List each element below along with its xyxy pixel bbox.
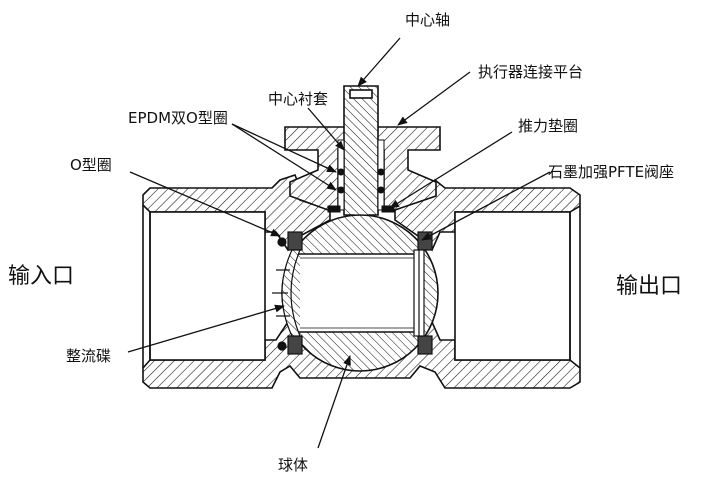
label-flow-plate: 整流碟 xyxy=(66,347,111,365)
label-ball: 球体 xyxy=(278,456,308,474)
label-outlet: 输出口 xyxy=(616,274,682,299)
label-graphite-ptfe-seat: 石墨加强PFTE阀座 xyxy=(548,163,674,181)
label-center-shaft: 中心轴 xyxy=(405,11,450,29)
valve-body xyxy=(142,173,581,389)
flow-straightener-plate xyxy=(272,249,301,337)
label-o-ring: O型圈 xyxy=(70,156,112,174)
label-thrust-washer: 推力垫圈 xyxy=(518,117,578,135)
label-actuator-platform: 执行器连接平台 xyxy=(478,63,583,81)
center-shaft xyxy=(343,85,379,233)
leader-lines xyxy=(127,37,551,449)
label-epdm-double-o-ring: EPDM双O型圈 xyxy=(128,109,228,127)
label-inlet: 输入口 xyxy=(8,264,74,289)
stem-seals xyxy=(327,139,395,213)
label-center-bushing: 中心衬套 xyxy=(268,90,328,108)
